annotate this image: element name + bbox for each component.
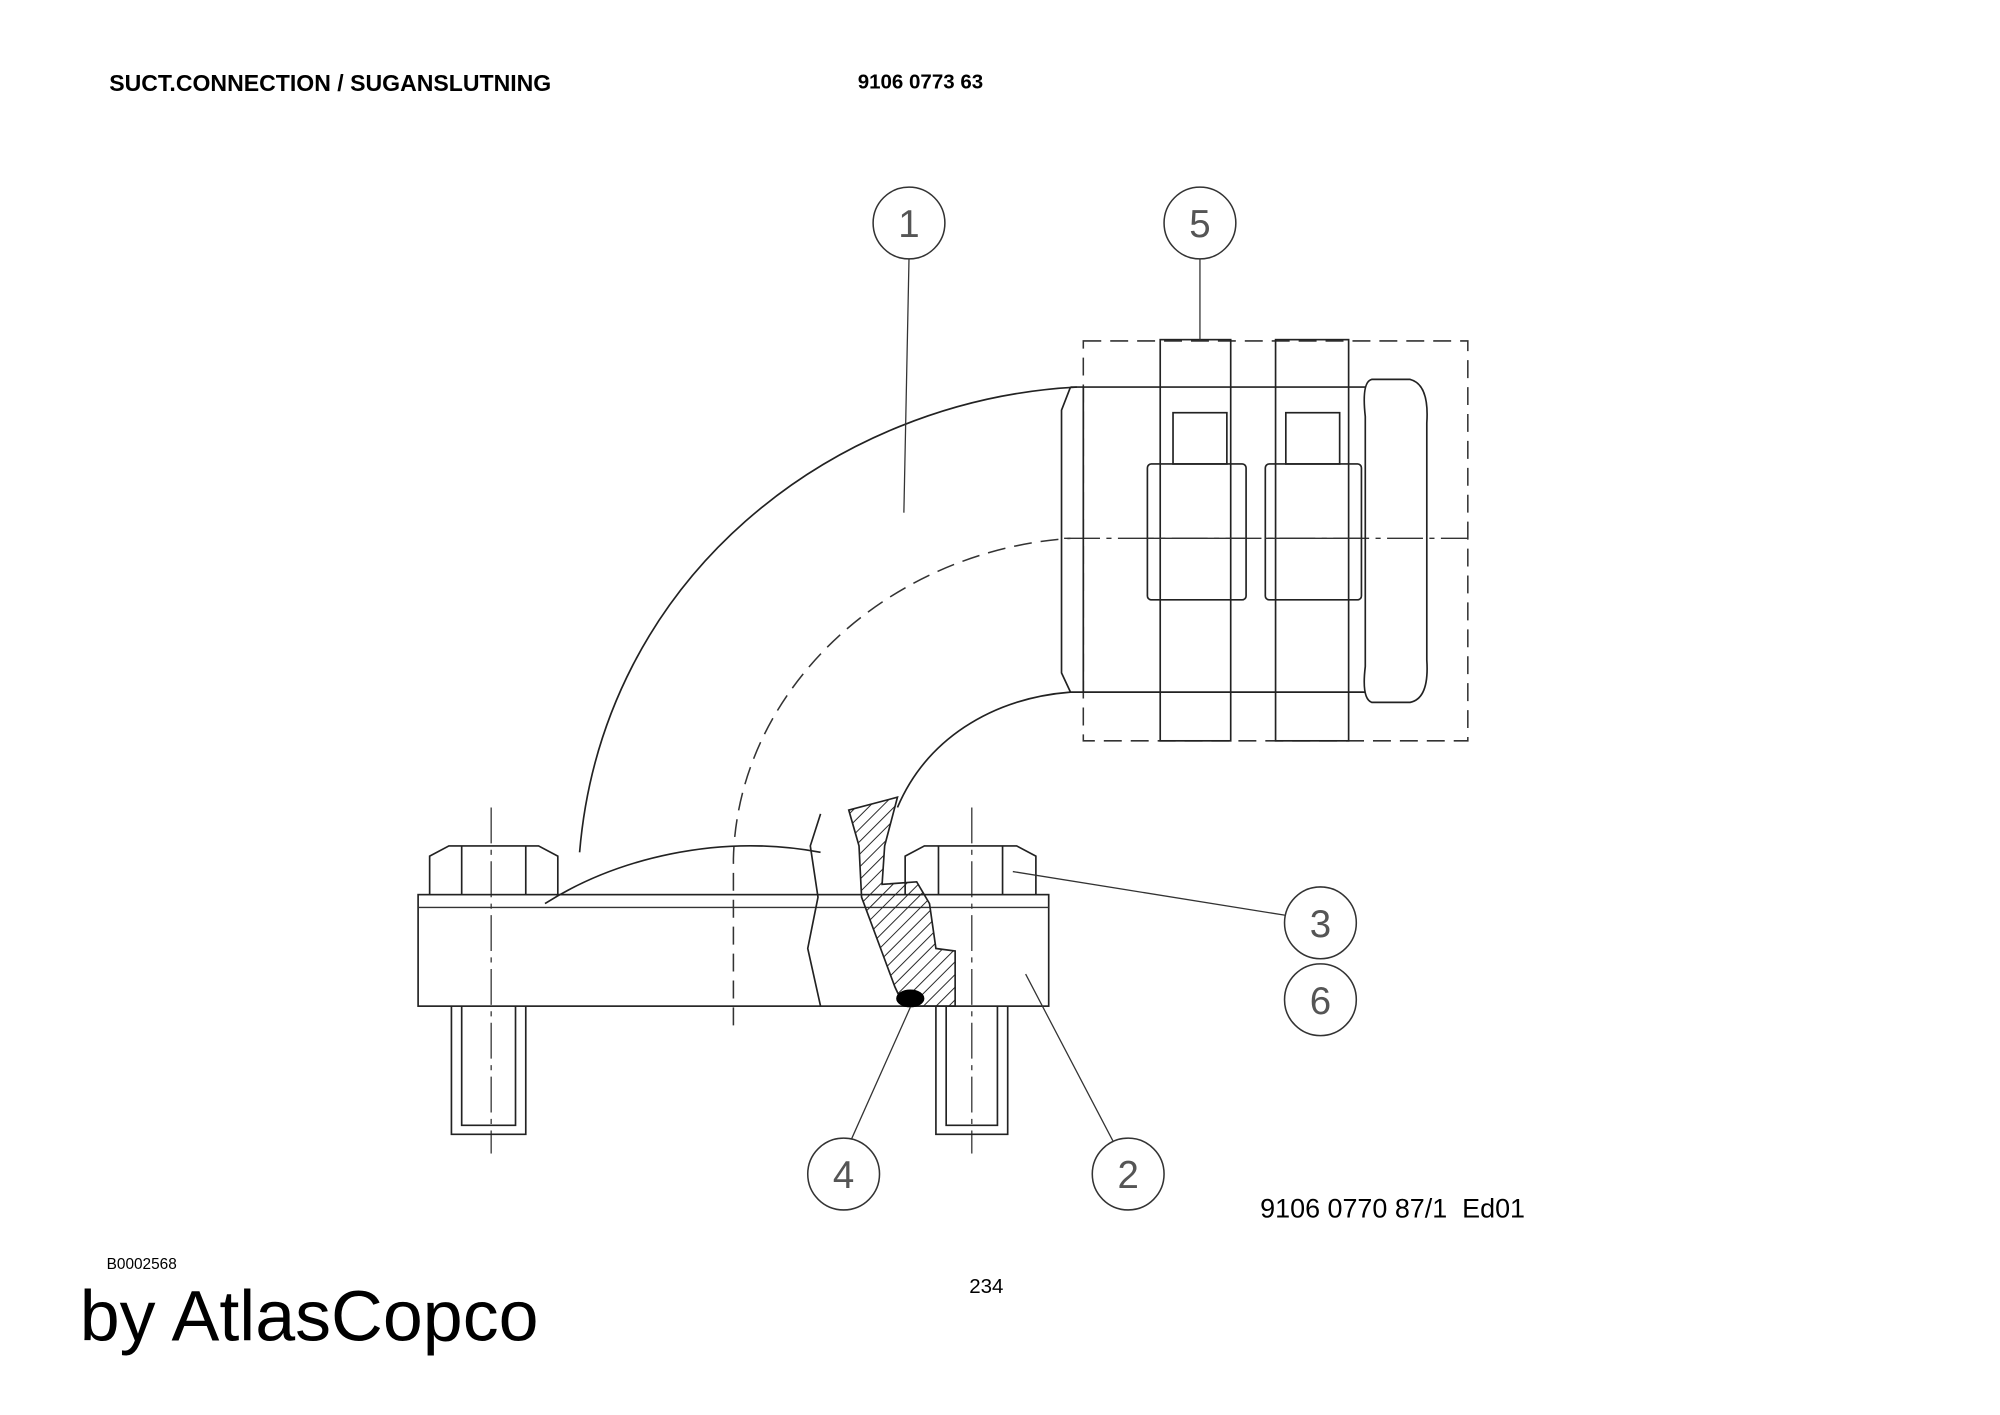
- flange-top: [544, 845, 821, 905]
- stud-right: [935, 1006, 1009, 1136]
- page-title: SUCT.CONNECTION / SUGANSLUTNING: [109, 70, 551, 96]
- bolt-head-left: [428, 845, 559, 895]
- elbow-end: [1060, 386, 1072, 693]
- gasket-section: [847, 796, 956, 1007]
- elbow-inner: [896, 691, 1071, 808]
- stud-left: [450, 1006, 527, 1136]
- balloon-2: 2: [1091, 1137, 1165, 1211]
- balloon-1: 1: [872, 186, 946, 260]
- bolt-head-right: [904, 845, 1037, 895]
- o-ring: [896, 989, 925, 1008]
- hose-clamp: [1159, 338, 1232, 742]
- flange: [417, 893, 1050, 1007]
- clamp-housing: [1264, 463, 1363, 601]
- svg-text:4: 4: [833, 1154, 854, 1197]
- svg-text:5: 5: [1189, 203, 1210, 246]
- svg-text:2: 2: [1117, 1154, 1138, 1197]
- part-number: 9106 0773 63: [858, 70, 983, 93]
- elbow-outer: [578, 386, 1077, 853]
- svg-text:1: 1: [898, 203, 919, 246]
- hose-clamp: [1274, 338, 1350, 742]
- svg-text:3: 3: [1310, 903, 1331, 946]
- technical-drawing: 1 5 3 6 4 2: [417, 186, 1469, 1211]
- balloon-6: 6: [1283, 963, 1358, 1037]
- break-line: [806, 813, 822, 1007]
- elbow-centerline: [732, 537, 1071, 1026]
- clamp-bolt: [1284, 411, 1341, 465]
- balloon-5: 5: [1163, 186, 1237, 260]
- page-number: 234: [969, 1275, 1003, 1298]
- brand-text: by AtlasCopco: [80, 1277, 539, 1357]
- drawing-reference: 9106 0770 87/1 Ed01: [1260, 1194, 1525, 1224]
- image-code: B0002568: [107, 1256, 177, 1273]
- balloon-3: 3: [1283, 886, 1358, 960]
- balloon-4: 4: [806, 1137, 881, 1211]
- end-cap: [1363, 378, 1428, 704]
- svg-text:6: 6: [1310, 980, 1331, 1023]
- clamp-bolt: [1172, 411, 1228, 465]
